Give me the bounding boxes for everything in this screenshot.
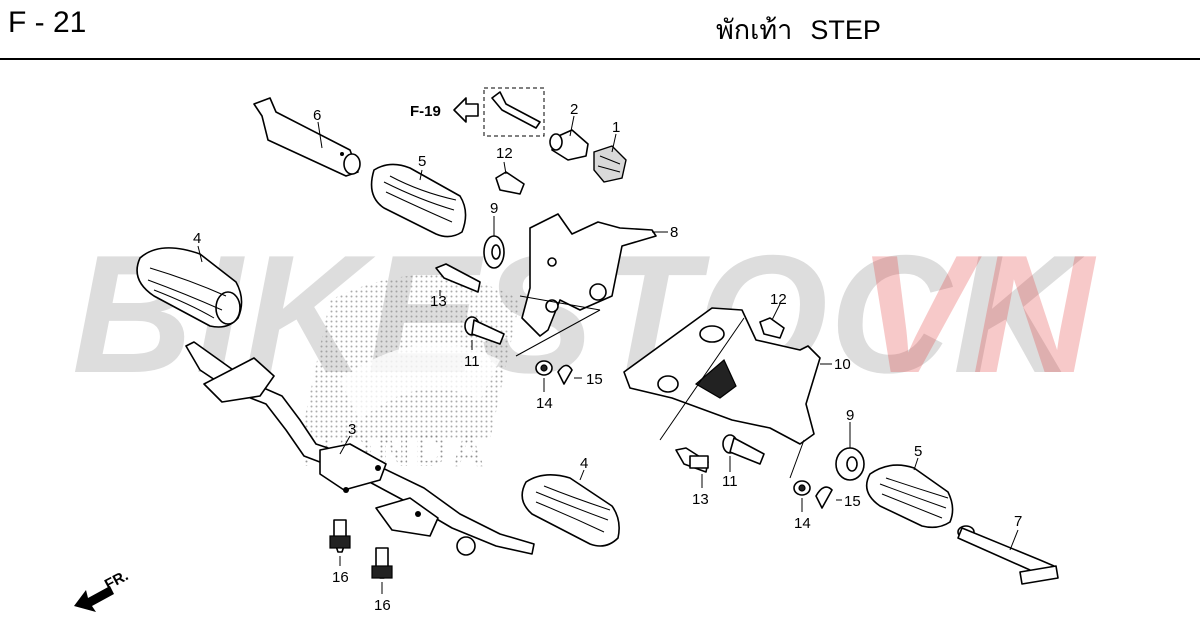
part-rubber-left: [136, 247, 243, 328]
part-collar: [549, 129, 589, 161]
callout-2: 2: [570, 101, 578, 118]
direction-indicator: FR.: [74, 567, 131, 612]
header-bar: F - 21 พักเท้า STEP: [0, 0, 1200, 60]
callout-4b: 4: [580, 455, 588, 472]
part-pin-small-left: [464, 316, 505, 345]
callout-1: 1: [612, 119, 620, 136]
part-pin-left: [253, 97, 361, 177]
part-rubber-center: [521, 474, 620, 547]
reference-f19: F-19: [410, 87, 545, 137]
callout-12b: 12: [770, 291, 787, 308]
bolt-icon: [491, 91, 541, 129]
callout-3: 3: [348, 421, 356, 438]
callout-12a: 12: [496, 145, 513, 162]
callout-13a: 13: [430, 293, 447, 310]
callout-16a: 16: [332, 569, 349, 586]
callout-4a: 4: [193, 230, 201, 247]
part-cotter-left: [557, 364, 573, 385]
part-bracket-left: [521, 213, 657, 337]
part-bolt-right-lower: [675, 447, 709, 473]
part-rubber-top: [370, 163, 467, 238]
part-washer-small-left: [535, 360, 553, 376]
callout-11a: 11: [464, 353, 480, 370]
reference-label: F-19: [410, 103, 441, 120]
callout-10: 10: [834, 356, 851, 373]
callout-8: 8: [670, 224, 678, 241]
page-title-thai: พักเท้า: [716, 15, 793, 46]
callout-14a: 14: [536, 395, 553, 412]
reference-arrow-icon: [453, 97, 479, 123]
page-title-english: STEP: [810, 15, 881, 45]
part-bolt-left: [435, 263, 481, 293]
leader-lines: [197, 115, 1019, 594]
part-bolt-frame-1: [329, 519, 351, 553]
part-bolt-frame-2: [371, 547, 393, 579]
callout-13b: 13: [692, 491, 709, 508]
page-title: พักเท้า STEP: [716, 8, 881, 51]
brand-logo: HONDA: [300, 275, 520, 476]
callout-9b: 9: [846, 407, 854, 424]
callout-7: 7: [1014, 513, 1022, 530]
callout-9a: 9: [490, 200, 498, 217]
part-washer-right: [835, 447, 865, 481]
callout-14b: 14: [794, 515, 811, 532]
callout-labels: 1 2 3 4 4 5 5 6 7 8 9 9 10 11 11 12 12 1…: [193, 101, 1022, 614]
callout-15a: 15: [586, 371, 603, 388]
part-spring: [593, 145, 627, 183]
part-washer-left: [483, 235, 505, 269]
callout-6: 6: [313, 107, 321, 124]
front-direction-arrow-icon: [74, 586, 114, 612]
part-washer-small-right: [793, 480, 811, 496]
wing-logo-cutout: [340, 344, 500, 420]
watermark-right-text: VN: [858, 220, 1097, 408]
part-frame: [185, 341, 535, 556]
part-bracket-right: [623, 307, 821, 445]
part-rubber-right: [865, 464, 954, 529]
part-pin-small-right: [722, 434, 765, 465]
reference-dashed-box: [483, 87, 545, 137]
part-bolt-top: [495, 171, 525, 195]
callout-15b: 15: [844, 493, 861, 510]
page-code: F - 21: [8, 6, 87, 39]
part-pin-right: [957, 525, 1059, 585]
callout-16b: 16: [374, 597, 391, 614]
callout-11b: 11: [722, 473, 738, 490]
callout-5b: 5: [914, 443, 922, 460]
part-cotter-right: [815, 486, 833, 509]
callout-5a: 5: [418, 153, 426, 170]
part-bolt-right: [759, 317, 785, 339]
